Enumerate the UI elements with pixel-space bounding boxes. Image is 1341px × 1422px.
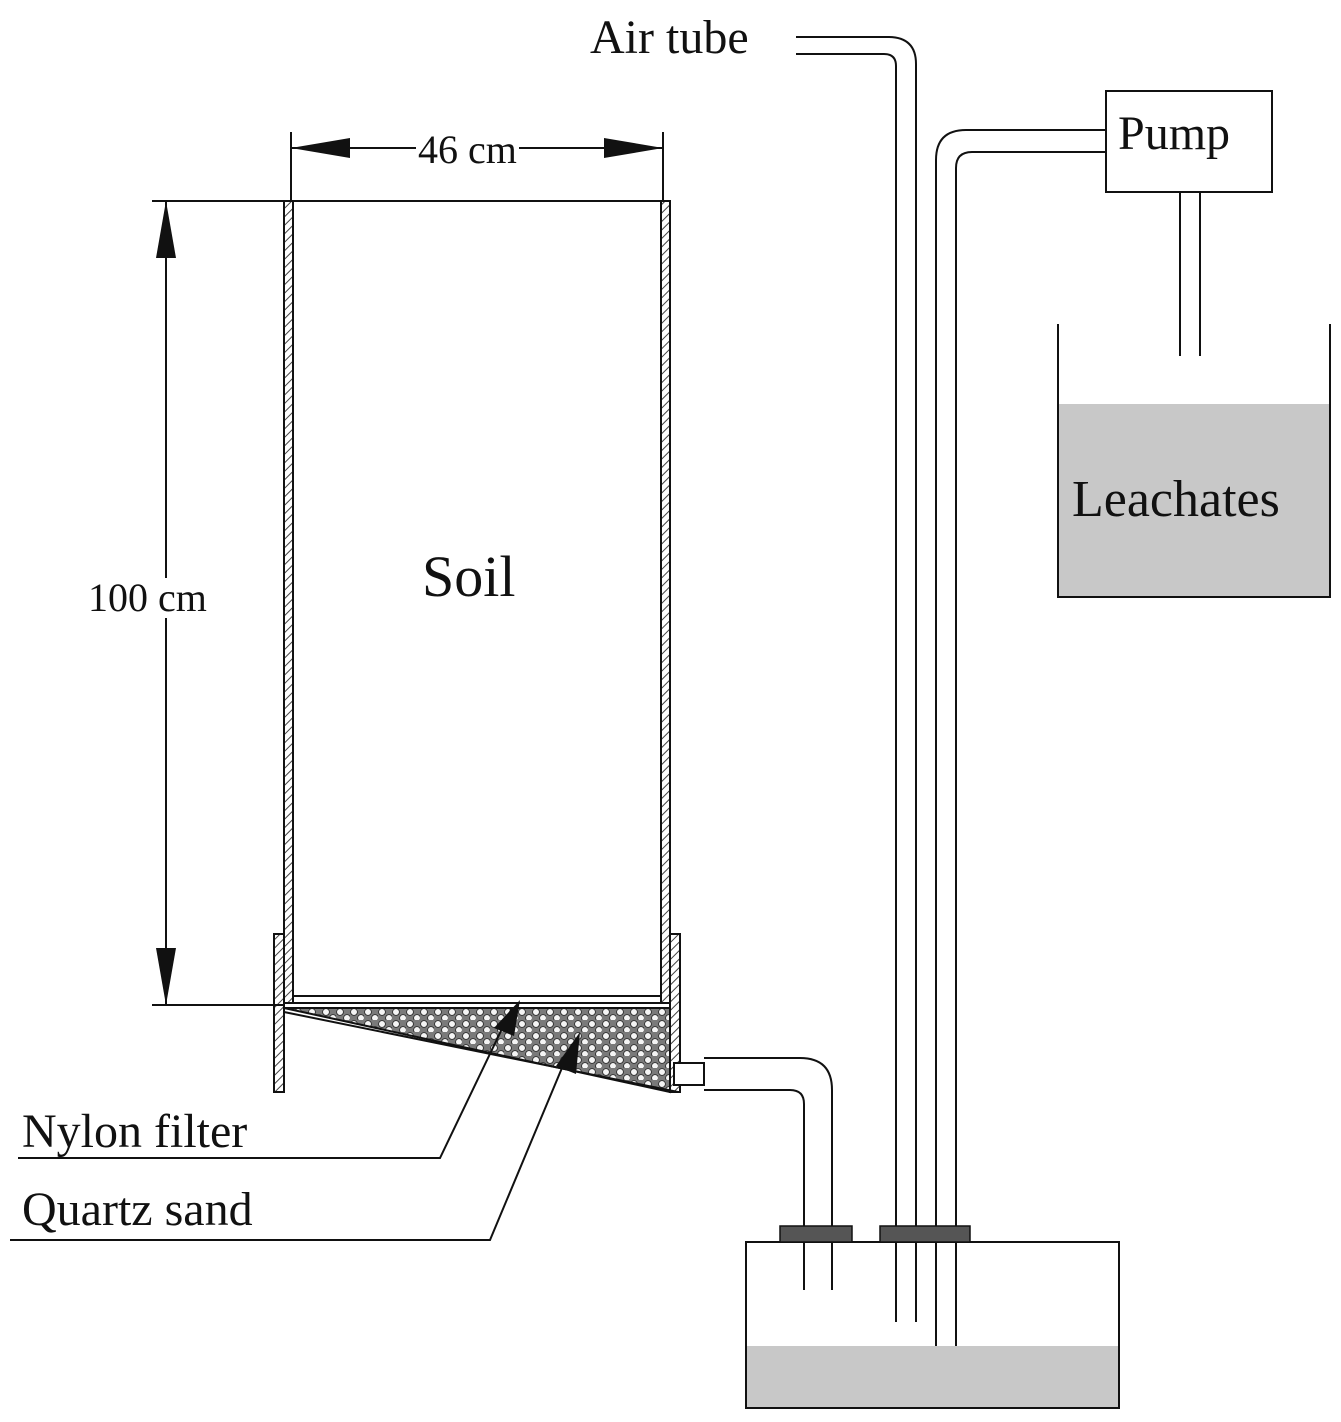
pump-box xyxy=(1105,90,1273,193)
pump-tube xyxy=(935,129,1106,1404)
quartz-sand-label: Quartz sand xyxy=(22,1183,253,1236)
collection-liquid xyxy=(746,1346,1119,1408)
nylon-filter-label: Nylon filter xyxy=(22,1105,248,1158)
base-collar-left xyxy=(273,933,285,1093)
pump-label: Pump xyxy=(1118,107,1231,160)
stopper-left xyxy=(779,1225,853,1243)
column-right-wall xyxy=(660,200,671,1004)
leachates-label: Leachates xyxy=(1072,471,1280,528)
soil-column xyxy=(273,200,681,1093)
outlet-tube xyxy=(673,1057,833,1290)
stopper-right xyxy=(879,1225,971,1243)
dimension-width xyxy=(290,132,664,201)
soil-label: Soil xyxy=(422,544,516,609)
leachates-container xyxy=(1057,324,1331,598)
height-dimension-label: 100 cm xyxy=(88,575,207,620)
leader-lines xyxy=(10,1000,580,1241)
wedge-outer-line xyxy=(283,1011,679,1093)
column-left-wall xyxy=(283,200,294,1004)
width-dimension-label: 46 cm xyxy=(416,127,519,172)
nylon-filter-leader xyxy=(18,1007,513,1159)
collection-vessel xyxy=(745,1225,1120,1409)
air-tube-label: Air tube xyxy=(590,14,753,62)
filter-and-sand xyxy=(283,995,679,1094)
leachates-liquid xyxy=(1058,404,1330,597)
nylon-filter-layer xyxy=(292,995,662,1004)
outlet-nozzle xyxy=(673,1062,705,1086)
air-tube xyxy=(796,36,917,1322)
quartz-sand-leader xyxy=(10,1043,573,1241)
